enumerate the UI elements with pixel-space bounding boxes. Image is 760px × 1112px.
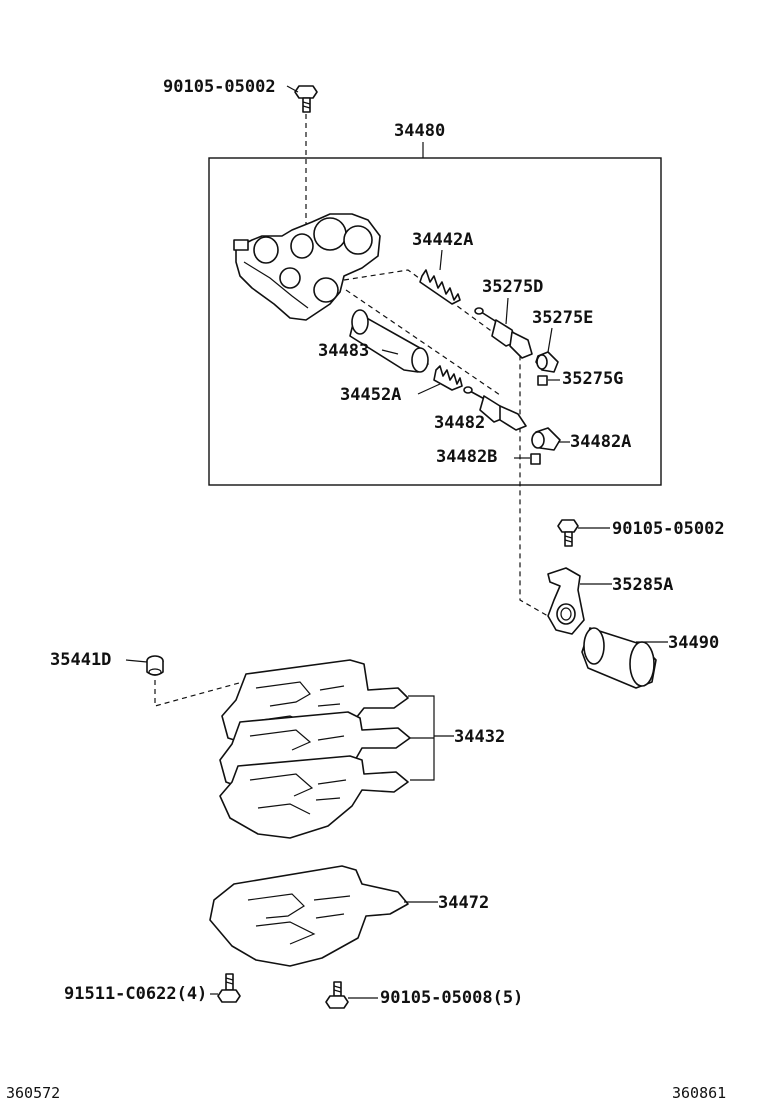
valve-body-casting[interactable] [233, 213, 381, 321]
label-bracket-35285a[interactable]: 35285A [612, 575, 673, 595]
label-clip-35275g[interactable]: 35275G [562, 369, 623, 389]
label-strainer-35441d[interactable]: 35441D [50, 650, 111, 670]
label-valve-body-assy[interactable]: 34480 [394, 121, 445, 141]
label-plug-34482a[interactable]: 34482A [570, 432, 631, 452]
sleeve-34483[interactable] [349, 309, 429, 373]
valve-34482[interactable] [463, 386, 527, 431]
label-valve-34482[interactable]: 34482 [434, 413, 485, 433]
clip-35275g[interactable] [537, 375, 548, 386]
label-spring-34442a[interactable]: 34442A [412, 230, 473, 250]
valve-body-assy-frame [208, 157, 662, 486]
label-bolt-top[interactable]: 90105-05002 [163, 77, 276, 97]
label-bolt-mid[interactable]: 90105-05002 [612, 519, 725, 539]
plug-35275e[interactable] [535, 351, 559, 373]
spring-34442a[interactable] [419, 269, 461, 305]
label-plate-34472[interactable]: 34472 [438, 893, 489, 913]
label-plug-35275e[interactable]: 35275E [532, 308, 593, 328]
bracket-35285a[interactable] [547, 567, 585, 635]
label-solenoid-34490[interactable]: 34490 [668, 633, 719, 653]
label-gasket-34432[interactable]: 34432 [454, 727, 505, 747]
bolt-top[interactable] [294, 85, 318, 113]
valve-35275d[interactable] [474, 307, 533, 359]
label-valve-35275d[interactable]: 35275D [482, 277, 543, 297]
strainer-35441d[interactable] [146, 655, 164, 676]
clip-34482b[interactable] [530, 453, 541, 465]
bolt-91511[interactable] [217, 973, 241, 1003]
label-bolt-90105-05008[interactable]: 90105-05008(5) [380, 988, 523, 1008]
solenoid-34490[interactable] [581, 627, 657, 689]
label-clip-34482b[interactable]: 34482B [436, 447, 497, 467]
bolt-90105-05008[interactable] [325, 981, 349, 1009]
gasket-34432-lower[interactable] [219, 755, 409, 839]
label-bolt-91511[interactable]: 91511-C0622(4) [64, 984, 207, 1004]
bolt-mid[interactable] [557, 519, 579, 547]
footer-right-code: 360861 [672, 1084, 726, 1102]
label-spring-34452a[interactable]: 34452A [340, 385, 401, 405]
label-sleeve-34483[interactable]: 34483 [318, 341, 369, 361]
plate-34472[interactable] [209, 865, 409, 967]
spring-34452a[interactable] [433, 365, 463, 391]
plug-34482a[interactable] [531, 427, 561, 451]
footer-left-code: 360572 [6, 1084, 60, 1102]
